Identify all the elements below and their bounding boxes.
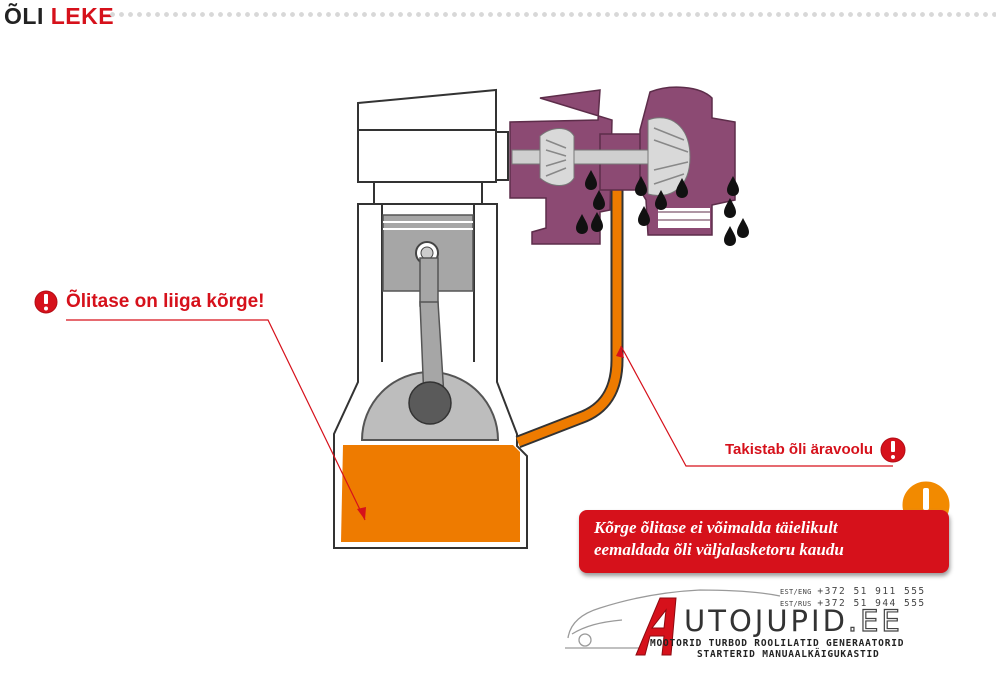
title-part1: ÕLI [4,3,44,29]
phone-number-1: +372 51 911 555 [817,586,926,597]
turbocharger [509,86,736,245]
connecting-rod [408,257,452,425]
oil-drop-icon [737,218,749,238]
brand-name-text: UTOJUPID [684,604,848,638]
brand-tagline-2: STARTERID MANUAALKÄIGUKASTID [697,649,880,660]
brand-tld: .EE [847,603,903,638]
car-outline-logo [565,589,781,649]
phone-line-1: EST/ENG +372 51 911 555 [780,586,926,597]
phone-number-2: +372 51 944 555 [817,598,926,609]
oil-drain-pipe [516,190,622,447]
leader-line-drain [620,345,893,467]
exclamation-icon [880,437,906,463]
leader-line-level [66,319,366,521]
phone-label-1: EST/ENG [780,588,812,596]
exclamation-icon [34,290,58,314]
title-part2: LEKE [50,3,115,29]
phone-line-2: EST/RUS +372 51 944 555 [780,598,926,609]
brand-name: UTOJUPID.EE [684,603,903,638]
drain-warning-label: Takistab õli äravoolu [725,441,874,458]
level-warning-label: Õlitase on liiga kõrge! [66,291,265,312]
brand-logo-letter [635,597,677,656]
oil-sump [341,445,520,542]
callout-line2: eemaldada õli väljalasketoru kaudu [594,540,844,559]
phone-label-2: EST/RUS [780,600,812,608]
oil-drop-icon [724,226,736,246]
brand-tagline-1: MOOTORID TURBOD ROOLILATID GENERAATORID [650,638,905,649]
callout-text: Kõrge õlitase ei võimalda täielikult eem… [594,517,844,561]
info-callout: Kõrge õlitase ei võimalda täielikult eem… [579,510,949,573]
page-title: ÕLI LEKE [4,2,114,30]
decorative-pattern [108,10,996,19]
callout-line1: Kõrge õlitase ei võimalda täielikult [594,518,838,537]
